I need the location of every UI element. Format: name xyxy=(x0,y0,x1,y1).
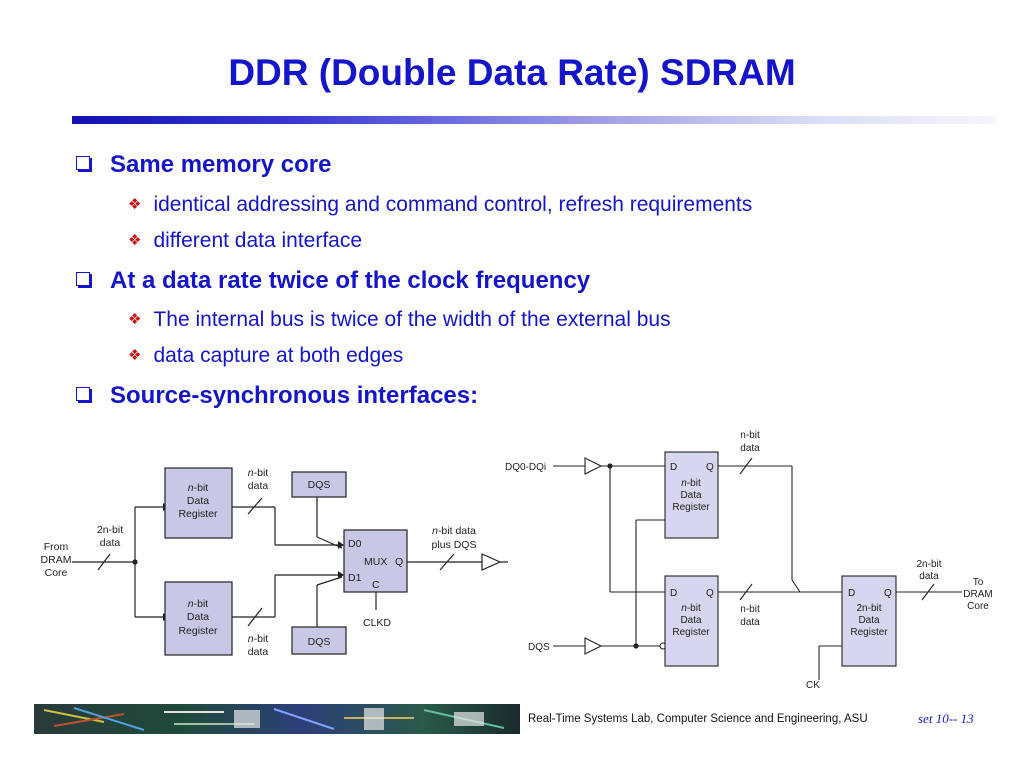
bullet-list: Same memory core ❖ identical addressing a… xyxy=(76,151,752,410)
reg-out-line3: Register xyxy=(850,627,888,638)
to-dram-line2: DRAM xyxy=(963,589,992,600)
reg-top-line2: Data xyxy=(680,490,702,501)
mid-bus-label1: n-bit xyxy=(740,604,760,615)
reg-out-q: Q xyxy=(884,588,892,599)
dqs-bottom-label: DQS xyxy=(308,636,331,648)
register-top-line2: Data xyxy=(187,495,209,507)
bullet-1-text: Same memory core xyxy=(110,151,332,178)
dq-input-label: DQ0-DQi xyxy=(505,462,546,473)
ck-label: CK xyxy=(806,680,820,691)
reg-top-line1: n-bit xyxy=(681,478,701,489)
mux-d1: D1 xyxy=(348,572,362,584)
sub-bullet-2-2: ❖ data capture at both edges xyxy=(128,344,403,368)
reg-out-d: D xyxy=(848,588,855,599)
sub-bullet-2-1: ❖ The internal bus is twice of the width … xyxy=(128,308,671,332)
register-top-line3: Register xyxy=(178,508,218,520)
from-dram-line1: From xyxy=(44,541,69,553)
diamond-bullet-icon: ❖ xyxy=(128,196,142,213)
bullet-3: Source-synchronous interfaces: xyxy=(76,382,478,410)
title-underline xyxy=(72,116,996,124)
reg-mid-line3: Register xyxy=(672,627,710,638)
bullet-2: At a data rate twice of the clock freque… xyxy=(76,267,590,295)
out-bus-label2: data xyxy=(919,571,939,582)
sub-bullet-2-1-text: The internal bus is twice of the width o… xyxy=(153,308,671,331)
bullet-3-text: Source-synchronous interfaces: xyxy=(110,382,479,409)
diamond-bullet-icon: ❖ xyxy=(128,232,142,249)
reg-mid-q: Q xyxy=(706,588,714,599)
reg-out-line2: Data xyxy=(858,615,880,626)
mux-label: MUX xyxy=(364,556,387,568)
mux-q: Q xyxy=(395,556,403,568)
clkd-label: CLKD xyxy=(363,617,391,629)
bullet-2-text: At a data rate twice of the clock freque… xyxy=(110,267,591,294)
mux-c: C xyxy=(372,579,380,591)
reg-mid-d: D xyxy=(670,588,677,599)
top-bus-label2: data xyxy=(248,480,269,492)
sub-bullet-1-1: ❖ identical addressing and command contro… xyxy=(128,193,752,217)
reg-mid-line2: Data xyxy=(680,615,702,626)
reg-top-d: D xyxy=(670,462,677,473)
from-dram-line2: DRAM xyxy=(41,554,72,566)
checkbox-bullet-icon xyxy=(76,156,90,170)
mid-bus-label2: data xyxy=(740,617,760,628)
footer-circuit-banner xyxy=(34,704,520,734)
reg-top-line3: Register xyxy=(672,502,710,513)
register-top-line1: n-bit xyxy=(188,482,209,494)
checkbox-bullet-icon xyxy=(76,387,90,401)
mux-d0: D0 xyxy=(348,538,362,550)
sub-bullet-1-1-text: identical addressing and command control… xyxy=(153,193,753,216)
sub-bullet-2-2-text: data capture at both edges xyxy=(153,344,404,367)
top-bus-label: n-bit xyxy=(248,467,269,479)
out-bus-label1: 2n-bit xyxy=(916,559,941,570)
top-bus-label2: data xyxy=(740,443,760,454)
ddr-output-diagram: From DRAM Core 2n-bit data n-bit Data Re… xyxy=(41,467,508,658)
slide-number: set 10-- 13 xyxy=(918,711,974,726)
reg-mid-line1: n-bit xyxy=(681,603,701,614)
output-label1: n-bit data xyxy=(432,525,476,537)
register-bottom-line2: Data xyxy=(187,611,209,623)
input-width-label2: data xyxy=(100,537,121,549)
top-bus-label1: n-bit xyxy=(740,430,760,441)
bottom-bus-label2: data xyxy=(248,646,269,658)
dqs-top-label: DQS xyxy=(308,479,331,491)
to-dram-line1: To xyxy=(973,577,984,588)
reg-top-q: Q xyxy=(706,462,714,473)
sub-bullet-1-2: ❖ different data interface xyxy=(128,229,362,253)
bullet-1: Same memory core xyxy=(76,151,331,179)
checkbox-bullet-icon xyxy=(76,272,90,286)
ddr-input-diagram: DQ0-DQi DQS D Q D Q D Q CK n-bit Data Re… xyxy=(505,430,993,691)
diamond-bullet-icon: ❖ xyxy=(128,311,142,328)
sub-bullet-1-2-text: different data interface xyxy=(153,229,363,252)
input-width-label: 2n-bit xyxy=(97,524,123,536)
to-dram-line3: Core xyxy=(967,601,989,612)
from-dram-line3: Core xyxy=(45,567,68,579)
dqs-input-label: DQS xyxy=(528,642,550,653)
bottom-bus-label: n-bit xyxy=(248,633,269,645)
register-bottom-line1: n-bit xyxy=(188,598,209,610)
footer-lab-credit: Real-Time Systems Lab, Computer Science … xyxy=(528,713,868,725)
slide-title: DDR (Double Data Rate) SDRAM xyxy=(228,52,796,93)
output-label2: plus DQS xyxy=(432,539,477,551)
reg-out-line1: 2n-bit xyxy=(856,603,881,614)
diamond-bullet-icon: ❖ xyxy=(128,347,142,364)
register-bottom-line3: Register xyxy=(178,625,218,637)
